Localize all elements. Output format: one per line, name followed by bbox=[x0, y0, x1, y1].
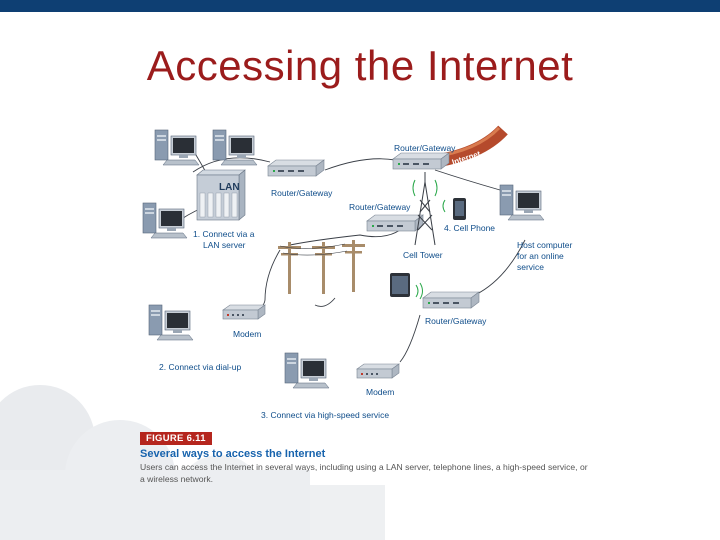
background-cloud-graphic bbox=[0, 385, 385, 540]
host-desktop-computer-icon bbox=[499, 184, 545, 221]
telephone-pole-icon bbox=[278, 242, 301, 294]
figure-badge: FIGURE 6.11 bbox=[140, 432, 212, 445]
router-gateway-label: Router/Gateway bbox=[271, 188, 333, 198]
figure-caption-block: FIGURE 6.11 Several ways to access the I… bbox=[140, 428, 590, 485]
router-icon bbox=[392, 152, 450, 170]
internet-access-diagram: Internet LAN Router/Gateway Router/Gatew… bbox=[142, 125, 572, 420]
cell-tower-icon bbox=[412, 172, 438, 246]
wireless-signal-icon bbox=[415, 284, 419, 298]
lan-desktop-computer-icon bbox=[154, 129, 200, 166]
telephone-pole-icon bbox=[342, 240, 365, 292]
figure-badge-label: FIGURE bbox=[146, 433, 184, 444]
figure-heading: Several ways to access the Internet bbox=[140, 448, 326, 460]
modem-label: Modem bbox=[366, 387, 394, 397]
modem-label: Modem bbox=[233, 329, 261, 339]
telephone-pole-icon bbox=[312, 242, 335, 294]
cell-tower-label: Cell Tower bbox=[403, 250, 443, 260]
dialup-desktop-computer-icon bbox=[148, 304, 194, 341]
slide-title: Accessing the Internet bbox=[146, 42, 574, 89]
host-computer-label-line2: for an online bbox=[517, 251, 564, 261]
cell-phone-label: 4. Cell Phone bbox=[444, 223, 495, 233]
figure-caption: Users can access the Internet in several… bbox=[140, 462, 588, 484]
highspeed-desktop-computer-icon bbox=[284, 352, 330, 389]
phone-icon bbox=[453, 198, 466, 220]
router-icon bbox=[267, 159, 325, 177]
connect-lan-label-line2: LAN server bbox=[203, 240, 246, 250]
modem-icon bbox=[222, 304, 266, 320]
router-icon bbox=[422, 291, 480, 309]
router-icon bbox=[366, 214, 424, 232]
router-gateway-label: Router/Gateway bbox=[425, 316, 487, 326]
router-gateway-label: Router/Gateway bbox=[349, 202, 411, 212]
connect-lan-label-line1: 1. Connect via a bbox=[193, 229, 255, 239]
highspeed-label: 3. Connect via high-speed service bbox=[261, 410, 389, 420]
top-bar bbox=[0, 0, 720, 12]
lan-desktop-computer-icon bbox=[142, 202, 188, 239]
figure-badge-number: 6.11 bbox=[186, 433, 206, 444]
wireless-signal-icon bbox=[442, 199, 446, 213]
dialup-label: 2. Connect via dial-up bbox=[159, 362, 241, 372]
lan-desktop-computer-icon bbox=[212, 129, 258, 166]
modem-icon bbox=[356, 363, 400, 379]
host-computer-label-line1: Host computer bbox=[517, 240, 572, 250]
host-computer-label-line3: service bbox=[517, 262, 544, 272]
lan-label: LAN bbox=[219, 182, 240, 193]
tablet-icon bbox=[390, 273, 410, 297]
lan-server-icon bbox=[196, 169, 246, 221]
router-gateway-label: Router/Gateway bbox=[394, 143, 456, 153]
